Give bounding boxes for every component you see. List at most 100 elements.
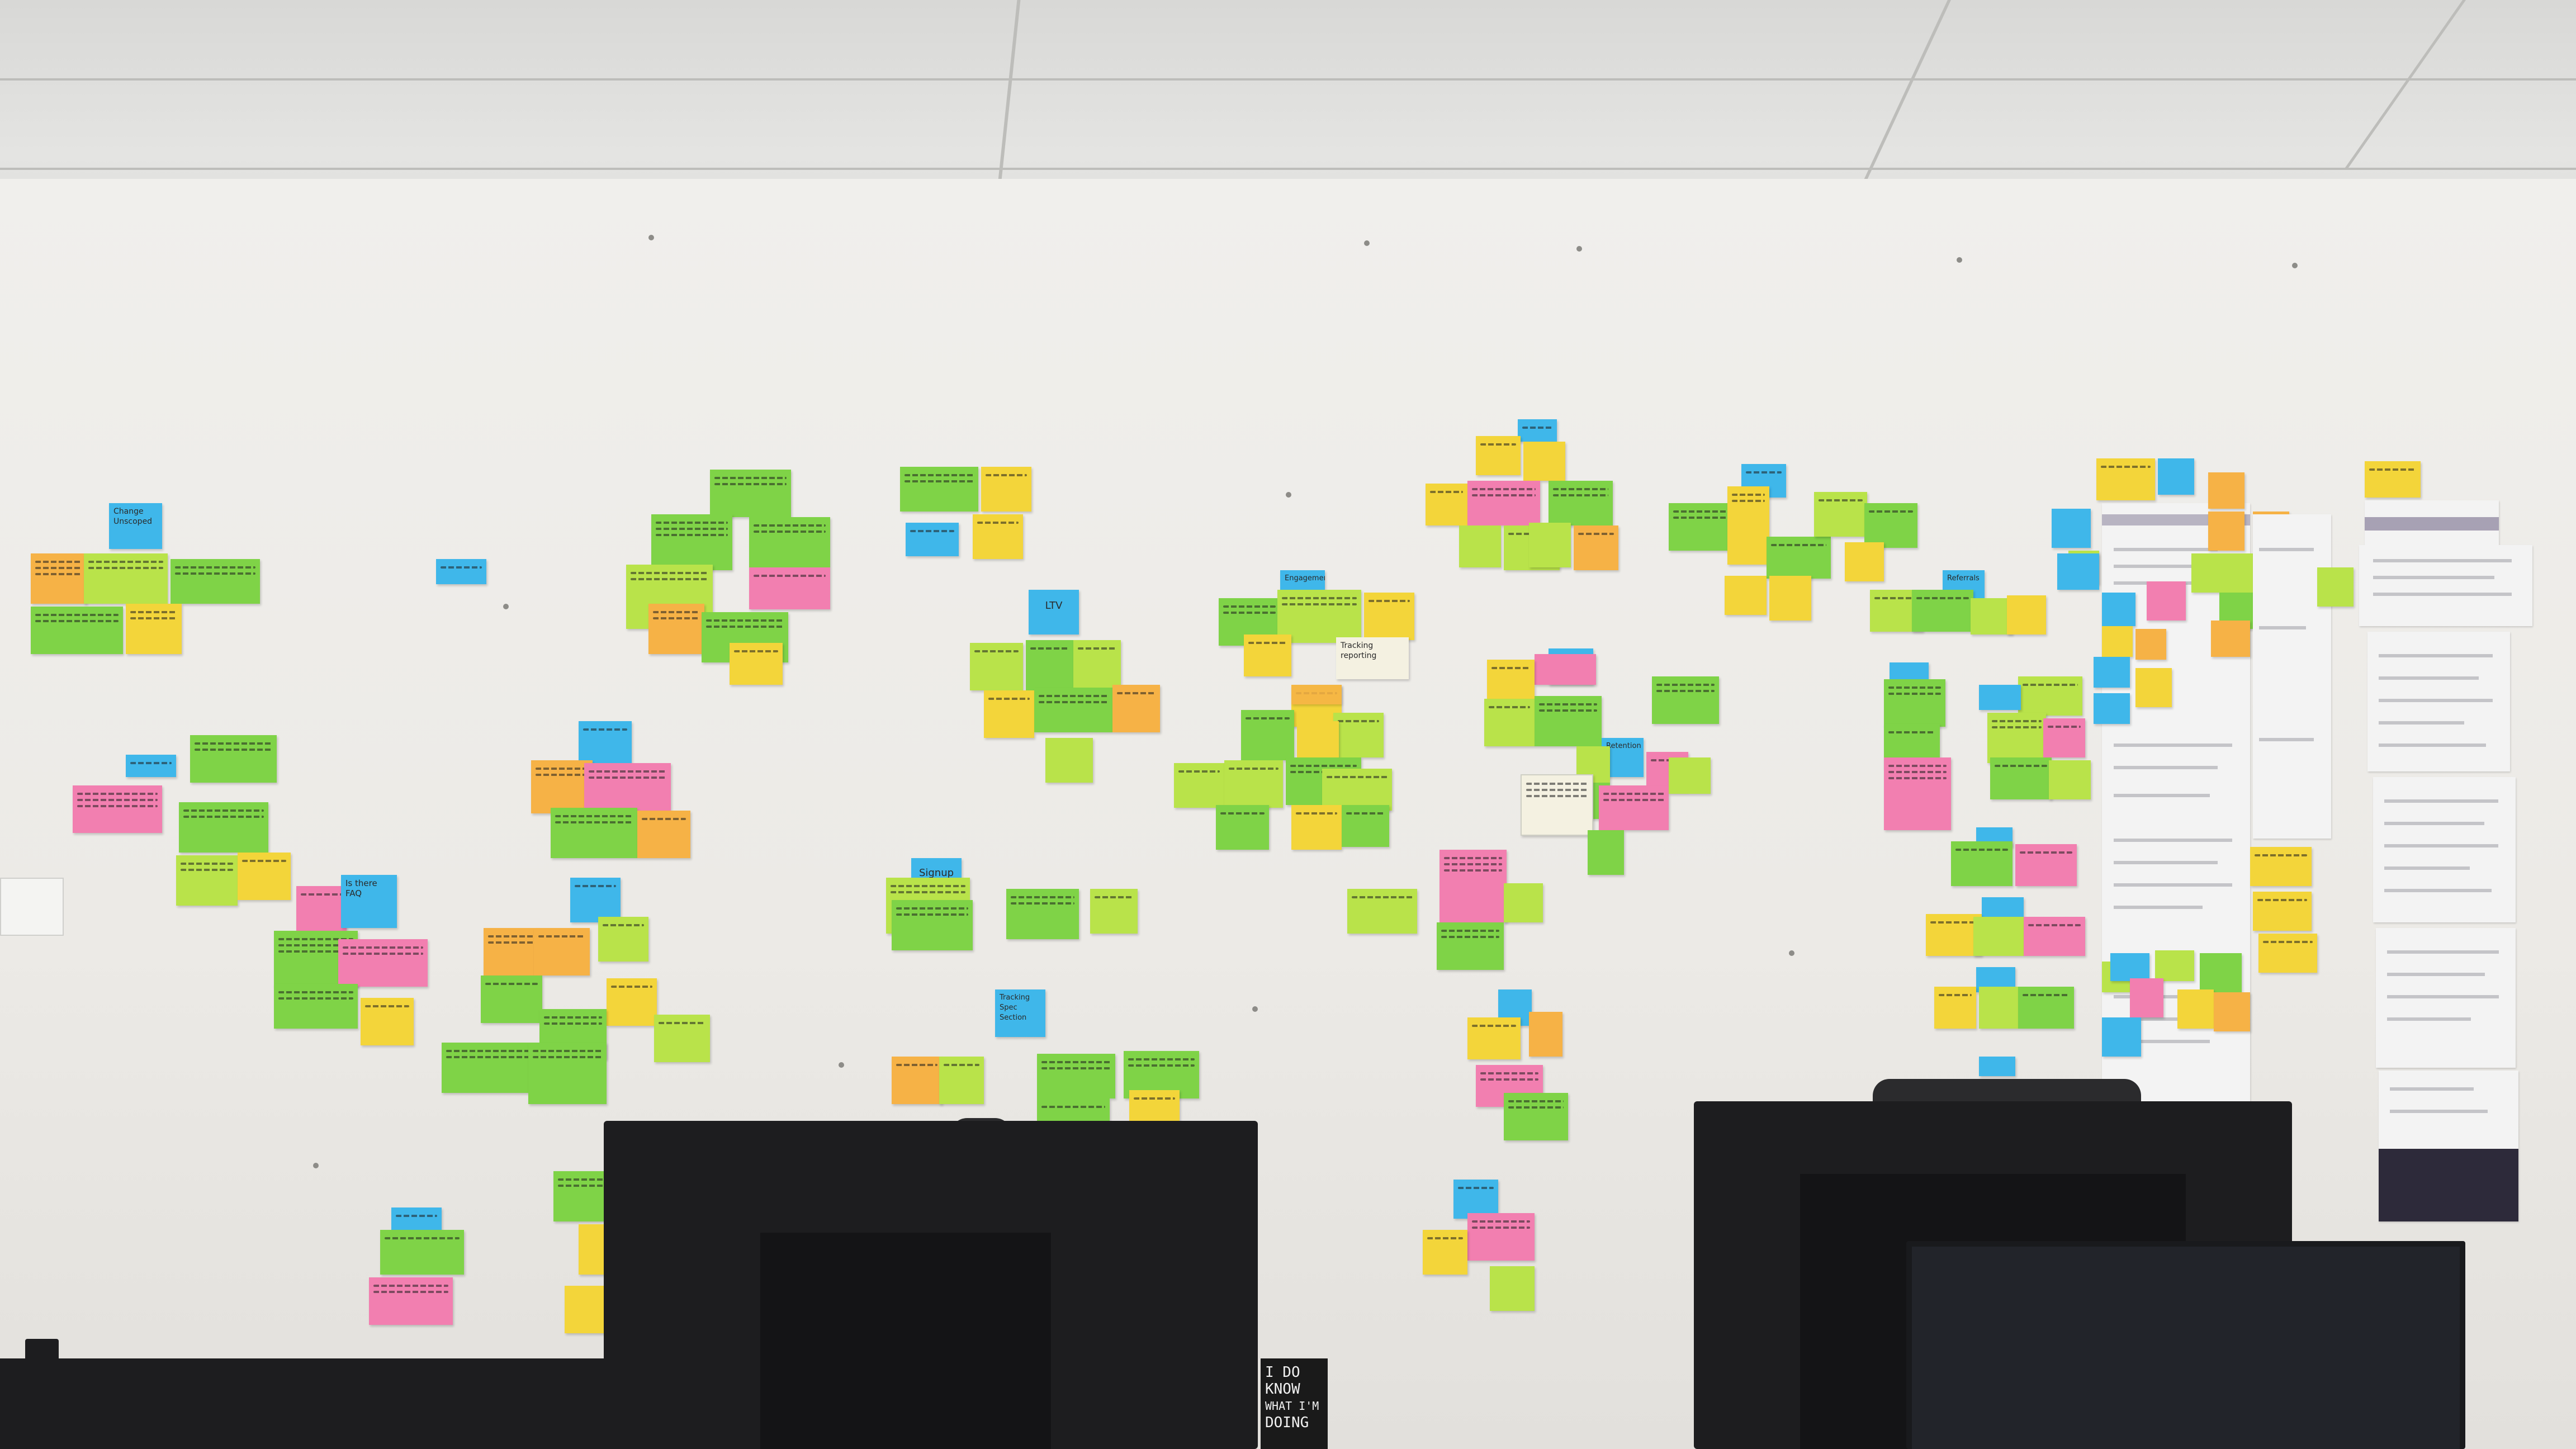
sticky-note xyxy=(442,1043,537,1093)
sticky-note xyxy=(2208,472,2244,509)
sticky-note xyxy=(1467,1213,1535,1261)
sticky-note xyxy=(984,690,1034,738)
sticky-note xyxy=(1426,484,1467,525)
sticky-note xyxy=(2211,621,2250,657)
sticky-note xyxy=(2094,657,2130,688)
sticky-note xyxy=(2250,847,2312,886)
sticky-note xyxy=(2191,553,2256,593)
sticky-note xyxy=(1769,576,1811,621)
sticky-note xyxy=(1476,436,1521,475)
sticky-note xyxy=(2208,512,2244,551)
sticky-note xyxy=(1814,492,1867,537)
printout-page xyxy=(2253,514,2331,839)
sticky-note xyxy=(1333,713,1384,757)
sticky-note xyxy=(2057,553,2099,590)
sticky-note xyxy=(2015,844,2077,886)
sticky-note xyxy=(1725,576,1767,615)
sticky-note xyxy=(892,900,973,950)
sticky-note xyxy=(1322,769,1392,811)
sticky-note xyxy=(1652,676,1719,724)
sticky-note xyxy=(1037,1054,1115,1098)
sticky-note xyxy=(84,553,168,604)
sticky-note xyxy=(338,939,428,987)
sticky-note xyxy=(1467,1017,1521,1059)
sticky-note xyxy=(648,604,704,654)
sticky-note xyxy=(1244,634,1291,676)
printout-page xyxy=(2359,545,2532,626)
sticky-note xyxy=(607,978,657,1026)
sticky-note xyxy=(2214,992,2250,1031)
sticky-note xyxy=(1588,830,1624,875)
sticky-note xyxy=(2253,892,2312,931)
wall-mark xyxy=(648,235,654,240)
sticky-note xyxy=(481,976,542,1023)
sticky-note xyxy=(126,604,182,654)
sticky-note xyxy=(126,755,176,777)
sticky-note xyxy=(1979,685,2021,710)
sticky-note xyxy=(1951,841,2012,886)
sticky-note xyxy=(1277,590,1361,643)
sticky-note xyxy=(2110,953,2149,981)
sticky-note xyxy=(1884,757,1951,830)
sticky-note xyxy=(981,467,1031,512)
sticky-note xyxy=(651,514,732,570)
sticker-line: DOING xyxy=(1265,1414,1309,1431)
sticky-note xyxy=(1364,593,1414,640)
sticky-note xyxy=(534,928,590,976)
sticky-note xyxy=(973,514,1023,559)
sticky-note xyxy=(939,1057,984,1104)
sticky-note xyxy=(1045,738,1093,783)
sticky-note xyxy=(1423,1230,1467,1275)
sticky-note xyxy=(565,1286,607,1333)
sticky-note xyxy=(1767,537,1831,579)
sticky-note xyxy=(296,886,347,931)
sticky-note xyxy=(436,559,486,584)
sticky-note xyxy=(171,559,260,604)
sticky-note xyxy=(1006,889,1079,939)
sticky-note xyxy=(1112,685,1160,732)
sticky-note xyxy=(1727,486,1769,565)
sticky-note xyxy=(1504,883,1543,922)
sticky-note xyxy=(31,553,87,604)
sticky-note xyxy=(1979,987,2018,1029)
sticky-note xyxy=(1523,442,1565,481)
sticky-note-is-there-faq: Is there FAQ xyxy=(341,875,397,928)
sticker-line: I DO xyxy=(1265,1364,1300,1381)
sticky-note xyxy=(579,1224,607,1275)
sticky-note xyxy=(2147,581,2186,621)
sticky-note xyxy=(190,735,277,783)
sticky-note xyxy=(1973,917,2024,956)
sticky-note xyxy=(2200,953,2242,992)
sticky-note xyxy=(2365,461,2421,498)
sticky-note xyxy=(1971,598,2012,634)
sticky-note xyxy=(179,802,268,853)
sticky-note xyxy=(970,643,1023,690)
sticky-note xyxy=(1342,805,1389,847)
wall-mark xyxy=(1286,492,1291,498)
sticker-line: KNOW xyxy=(1265,1381,1300,1398)
sticky-note xyxy=(369,1277,453,1325)
sticky-note xyxy=(2018,676,2082,716)
sticky-note xyxy=(2043,718,2085,757)
sticky-note xyxy=(584,763,671,811)
sticky-note-change-unscoped: Change Unscoped xyxy=(109,503,162,549)
sticky-note xyxy=(176,855,238,906)
sticky-note xyxy=(484,928,539,976)
sticky-note xyxy=(2135,668,2172,707)
sticky-note xyxy=(1529,1012,1562,1057)
sticky-note xyxy=(1453,1180,1498,1219)
sticky-note xyxy=(2049,760,2091,799)
sticky-note xyxy=(1529,523,1571,567)
sticky-note xyxy=(1174,763,1224,808)
wall-mark xyxy=(1576,246,1582,252)
sticky-note xyxy=(2052,509,2091,548)
sticky-note xyxy=(637,811,690,858)
sticky-note xyxy=(1884,679,1945,727)
sticky-note xyxy=(710,470,791,517)
sticky-note-tracking-spec-section: Tracking Spec Section xyxy=(995,989,1045,1037)
sticky-note xyxy=(2096,458,2155,500)
sticky-note xyxy=(1521,774,1593,836)
sticker-line: WHAT I'M xyxy=(1265,1399,1319,1413)
sticky-note xyxy=(2317,567,2354,607)
sticky-note xyxy=(749,517,830,567)
